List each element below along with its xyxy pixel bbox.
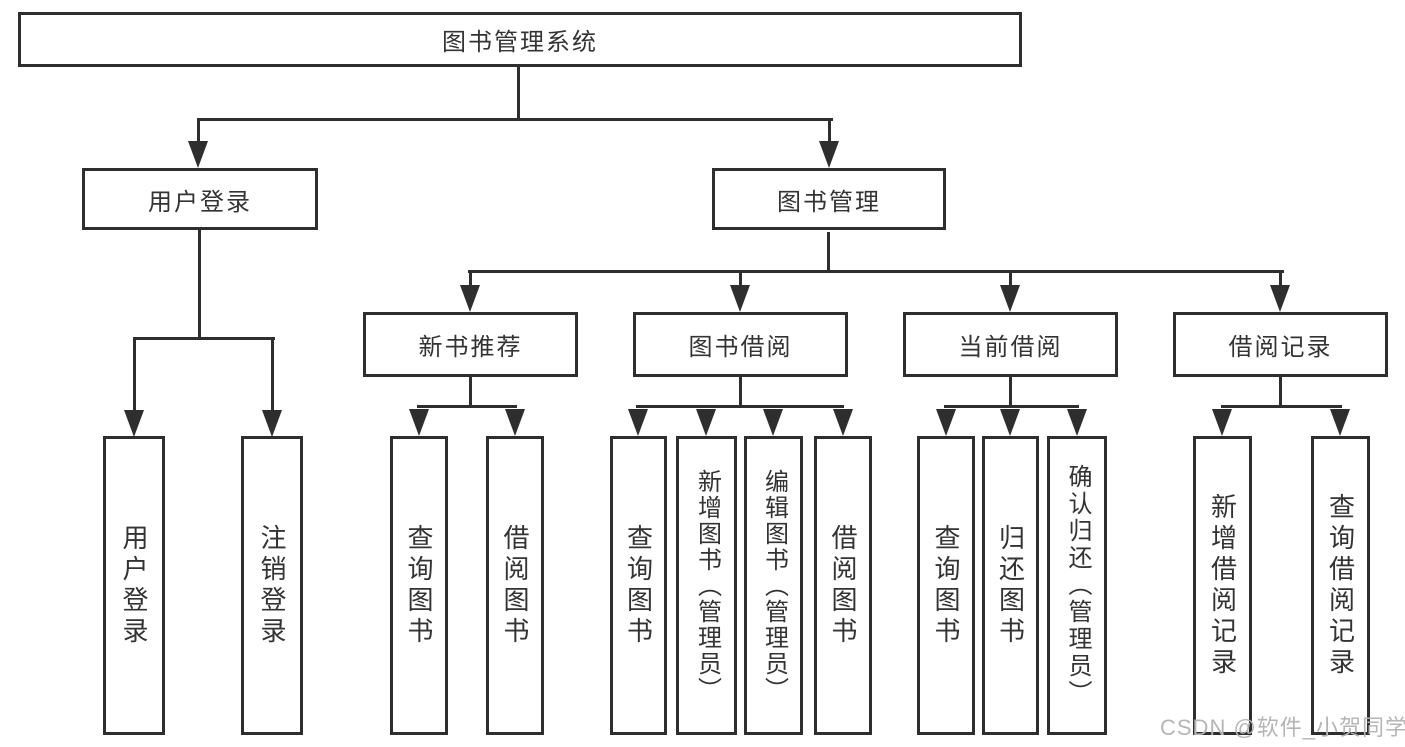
node-new-book-rec-label: 新书推荐	[418, 334, 523, 361]
node-user-login-leaf-label: 用户登录	[119, 523, 149, 648]
connector-line	[417, 405, 517, 408]
connector-line	[469, 377, 472, 408]
arrow-down-icon	[696, 409, 716, 436]
node-br-query: 查询借阅记录	[1311, 436, 1370, 735]
node-logout-leaf: 注销登录	[241, 436, 303, 735]
node-new-book-rec: 新书推荐	[363, 312, 578, 377]
connector-line	[739, 377, 742, 408]
connector-line	[1279, 270, 1282, 286]
node-bb-borrow: 借阅图书	[814, 436, 872, 735]
connector-line	[944, 405, 1079, 408]
connector-line	[739, 270, 742, 286]
node-borrow-record-label: 借阅记录	[1228, 334, 1333, 361]
connector-line	[1009, 270, 1012, 286]
connector-line	[468, 270, 1284, 273]
node-cb-query: 查询图书	[917, 436, 975, 735]
connector-line	[133, 337, 136, 411]
arrow-down-icon	[188, 141, 208, 168]
node-book-borrow-label: 图书借阅	[688, 334, 793, 361]
csdn-watermark: CSDN @软件_小贺同学	[1160, 715, 1405, 740]
node-root-label: 图书管理系统	[442, 29, 598, 56]
node-cb-confirm: 确认归还（管理员）	[1047, 436, 1107, 735]
connector-line	[469, 270, 472, 286]
node-current-borrow-label: 当前借阅	[958, 334, 1063, 361]
node-current-borrow: 当前借阅	[903, 312, 1118, 377]
arrow-down-icon	[1212, 409, 1232, 436]
connector-line	[271, 337, 274, 411]
connector-line	[827, 232, 830, 273]
arrow-down-icon	[409, 409, 429, 436]
arrow-down-icon	[262, 410, 282, 437]
node-book-mgmt: 图书管理	[712, 168, 946, 230]
node-book-borrow: 图书借阅	[633, 312, 848, 377]
arrow-down-icon	[1000, 285, 1020, 312]
arrow-down-icon	[763, 409, 783, 436]
node-bb-edit: 编辑图书（管理员）	[744, 436, 803, 735]
node-bb-edit-label: 编辑图书（管理员）	[760, 468, 788, 703]
arrow-down-icon	[1330, 409, 1350, 436]
node-user-login: 用户登录	[82, 168, 318, 230]
node-cb-return-label: 归还图书	[995, 523, 1026, 648]
node-root: 图书管理系统	[18, 12, 1022, 67]
node-user-login-label: 用户登录	[148, 188, 252, 216]
node-nbr-borrow: 借阅图书	[486, 436, 544, 735]
arrow-down-icon	[936, 409, 956, 436]
connector-line	[197, 118, 200, 142]
arrow-down-icon	[819, 141, 839, 168]
connector-line	[197, 118, 833, 121]
node-cb-return: 归还图书	[982, 436, 1039, 735]
node-borrow-record: 借阅记录	[1173, 312, 1388, 377]
arrow-down-icon	[460, 285, 480, 312]
node-bb-query: 查询图书	[610, 436, 667, 735]
node-bb-add: 新增图书（管理员）	[676, 436, 737, 735]
node-nbr-borrow-label: 借阅图书	[500, 523, 530, 648]
arrow-down-icon	[628, 409, 648, 436]
node-book-mgmt-label: 图书管理	[777, 188, 881, 216]
arrow-down-icon	[505, 409, 525, 436]
arrow-down-icon	[1000, 409, 1020, 436]
node-bb-borrow-label: 借阅图书	[828, 523, 858, 648]
arrow-down-icon	[1270, 285, 1290, 312]
connector-line	[1009, 377, 1012, 408]
node-bb-query-label: 查询图书	[623, 523, 654, 648]
node-br-query-label: 查询借阅记录	[1325, 492, 1356, 679]
connector-line	[828, 118, 831, 142]
node-logout-leaf-label: 注销登录	[257, 523, 287, 648]
node-nbr-query-label: 查询图书	[404, 523, 434, 648]
node-user-login-leaf: 用户登录	[103, 436, 165, 735]
arrow-down-icon	[124, 410, 144, 437]
connector-line	[1221, 405, 1342, 408]
arrow-down-icon	[833, 409, 853, 436]
connector-line	[1279, 377, 1282, 408]
arrow-down-icon	[730, 285, 750, 312]
node-bb-add-label: 新增图书（管理员）	[693, 468, 721, 703]
connector-line	[517, 67, 520, 121]
arrow-down-icon	[1067, 409, 1087, 436]
connector-line	[636, 405, 844, 408]
node-nbr-query: 查询图书	[390, 436, 448, 735]
connector-line	[133, 337, 275, 340]
node-cb-confirm-label: 确认归还（管理员）	[1064, 464, 1091, 707]
node-br-add-label: 新增借阅记录	[1207, 492, 1238, 679]
node-br-add: 新增借阅记录	[1193, 436, 1252, 735]
connector-line	[198, 230, 201, 340]
node-cb-query-label: 查询图书	[931, 523, 961, 648]
